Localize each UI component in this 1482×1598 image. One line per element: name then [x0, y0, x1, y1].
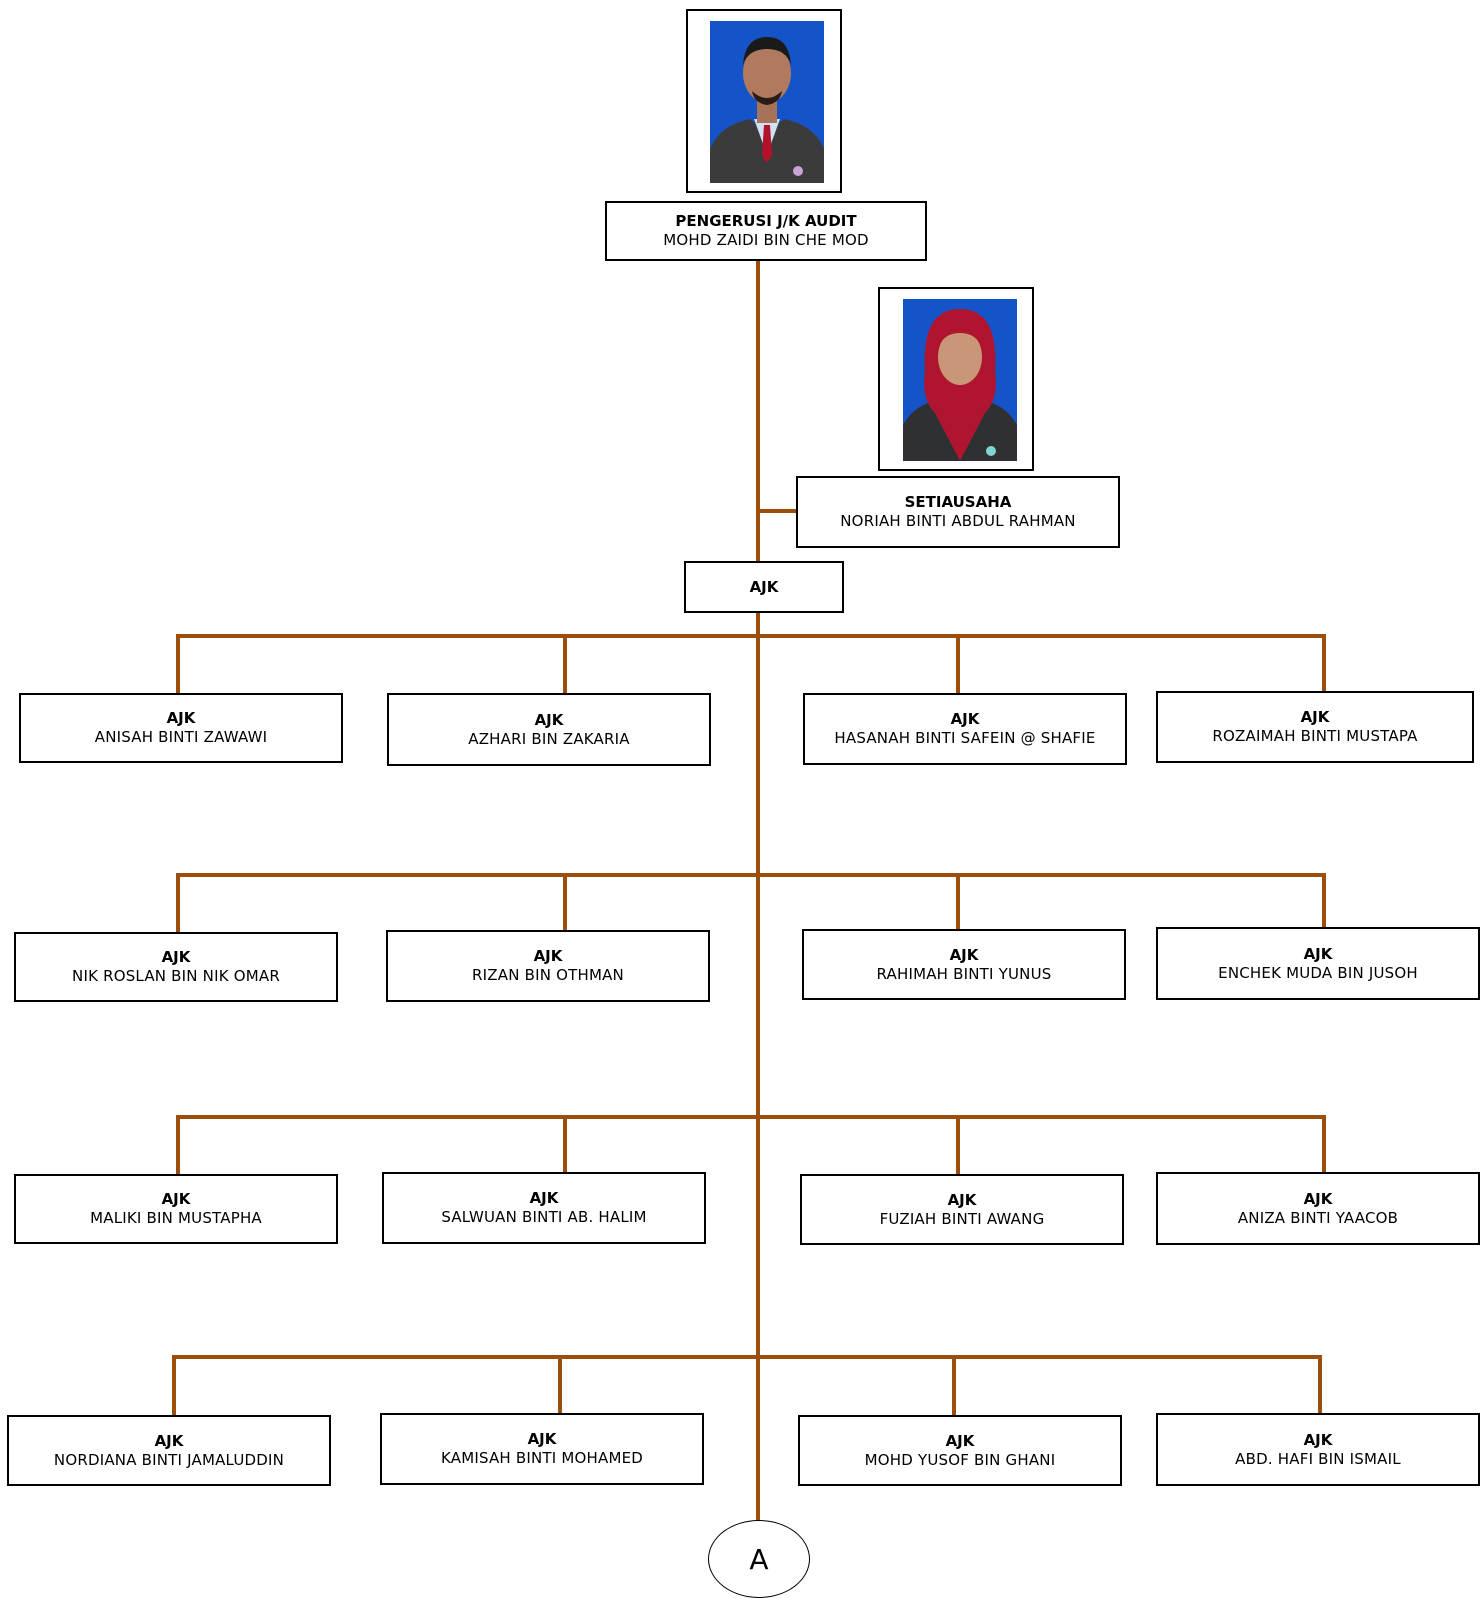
member-name: ANIZA BINTI YAACOB: [1237, 1208, 1399, 1227]
member-box: AJK NORDIANA BINTI JAMALUDDIN: [7, 1415, 331, 1486]
member-role: AJK: [1303, 1430, 1333, 1449]
member-role: AJK: [529, 1189, 559, 1207]
committee-header-box: AJK: [684, 561, 844, 613]
member-role: AJK: [1303, 1189, 1333, 1208]
secretary-name: NORIAH BINTI ABDUL RAHMAN: [840, 512, 1076, 530]
member-box: AJK ABD. HAFI BIN ISMAIL: [1156, 1413, 1480, 1486]
member-name: NORDIANA BINTI JAMALUDDIN: [53, 1450, 285, 1469]
member-name: RAHIMAH BINTI YUNUS: [876, 964, 1052, 983]
member-name: ANISAH BINTI ZAWAWI: [94, 728, 268, 746]
member-box: AJK AZHARI BIN ZAKARIA: [387, 693, 711, 766]
member-role: AJK: [1303, 944, 1333, 963]
person-silhouette-icon: [710, 21, 824, 183]
member-box: AJK RIZAN BIN OTHMAN: [386, 930, 710, 1002]
member-role: AJK: [161, 1190, 191, 1208]
member-name: MALIKI BIN MUSTAPHA: [90, 1209, 262, 1227]
person-silhouette-icon: [903, 299, 1017, 461]
member-box: AJK ROZAIMAH BINTI MUSTAPA: [1156, 691, 1474, 763]
member-role: AJK: [161, 948, 191, 966]
secretary-role: SETIAUSAHA: [904, 493, 1012, 511]
committee-header-role: AJK: [749, 577, 779, 596]
member-name: MOHD YUSOF BIN GHANI: [864, 1450, 1056, 1469]
member-name: ENCHEK MUDA BIN JUSOH: [1218, 963, 1418, 982]
member-role: AJK: [949, 945, 979, 964]
member-role: AJK: [950, 710, 980, 728]
member-box: AJK KAMISAH BINTI MOHAMED: [380, 1413, 704, 1485]
chairman-name: MOHD ZAIDI BIN CHE MOD: [663, 231, 869, 249]
chairman-role: PENGERUSI J/K AUDIT: [675, 212, 857, 230]
member-box: AJK ANIZA BINTI YAACOB: [1156, 1172, 1480, 1245]
member-role: AJK: [534, 710, 564, 729]
member-box: AJK RAHIMAH BINTI YUNUS: [802, 929, 1126, 1000]
chairman-box: PENGERUSI J/K AUDIT MOHD ZAIDI BIN CHE M…: [605, 201, 927, 261]
continuation-label: A: [749, 1542, 769, 1576]
member-name: AZHARI BIN ZAKARIA: [468, 729, 630, 748]
member-name: SALWUAN BINTI AB. HALIM: [441, 1208, 647, 1226]
member-name: ABD. HAFI BIN ISMAIL: [1235, 1449, 1401, 1468]
member-name: HASANAH BINTI SAFEIN @ SHAFIE: [834, 729, 1096, 747]
member-box: AJK ANISAH BINTI ZAWAWI: [19, 693, 343, 763]
member-box: AJK ENCHEK MUDA BIN JUSOH: [1156, 927, 1480, 1000]
continuation-connector: A: [708, 1520, 810, 1598]
chairman-photo-frame: [686, 9, 842, 193]
secretary-box: SETIAUSAHA NORIAH BINTI ABDUL RAHMAN: [796, 476, 1120, 548]
member-box: AJK FUZIAH BINTI AWANG: [800, 1174, 1124, 1245]
member-name: KAMISAH BINTI MOHAMED: [440, 1449, 644, 1467]
member-role: AJK: [1300, 708, 1330, 726]
member-role: AJK: [947, 1190, 977, 1209]
member-box: AJK MOHD YUSOF BIN GHANI: [798, 1415, 1122, 1486]
member-box: AJK SALWUAN BINTI AB. HALIM: [382, 1172, 706, 1244]
secretary-photo-frame: [878, 287, 1034, 471]
member-box: AJK NIK ROSLAN BIN NIK OMAR: [14, 932, 338, 1002]
member-role: AJK: [154, 1431, 184, 1450]
member-role: AJK: [527, 1430, 557, 1448]
member-box: AJK MALIKI BIN MUSTAPHA: [14, 1174, 338, 1244]
member-name: ROZAIMAH BINTI MUSTAPA: [1212, 727, 1418, 745]
member-role: AJK: [166, 709, 196, 727]
member-name: FUZIAH BINTI AWANG: [879, 1209, 1045, 1228]
member-role: AJK: [533, 947, 563, 965]
secretary-photo: [903, 299, 1017, 461]
member-box: AJK HASANAH BINTI SAFEIN @ SHAFIE: [803, 693, 1127, 765]
member-role: AJK: [945, 1431, 975, 1450]
chairman-photo: [710, 21, 824, 183]
member-name: NIK ROSLAN BIN NIK OMAR: [72, 967, 280, 985]
member-name: RIZAN BIN OTHMAN: [472, 966, 624, 984]
